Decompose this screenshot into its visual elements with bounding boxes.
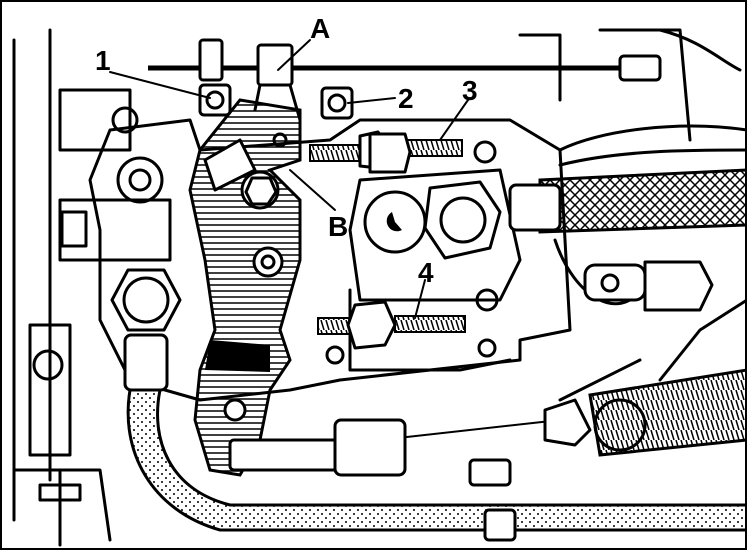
throttle-cable-top [148,38,662,122]
callout-4: 4 [418,257,434,288]
fuel-hose [110,268,747,542]
engine-block [12,28,742,547]
callout-b: B [328,211,348,242]
throttle-lever [188,98,302,477]
screw-1 [198,83,232,117]
leader-lines [109,39,469,319]
central-fitting [363,180,502,260]
braided-line [508,124,747,306]
adjusting-screw-4 [317,288,499,365]
throttle-cable-bottom [228,298,747,477]
adjusting-screw-3 [309,130,497,174]
banjo-fitting [583,260,714,312]
callout-1: 1 [95,45,111,76]
callout-a: A [310,13,330,44]
callout-2: 2 [398,83,414,114]
callout-3: 3 [462,75,478,106]
